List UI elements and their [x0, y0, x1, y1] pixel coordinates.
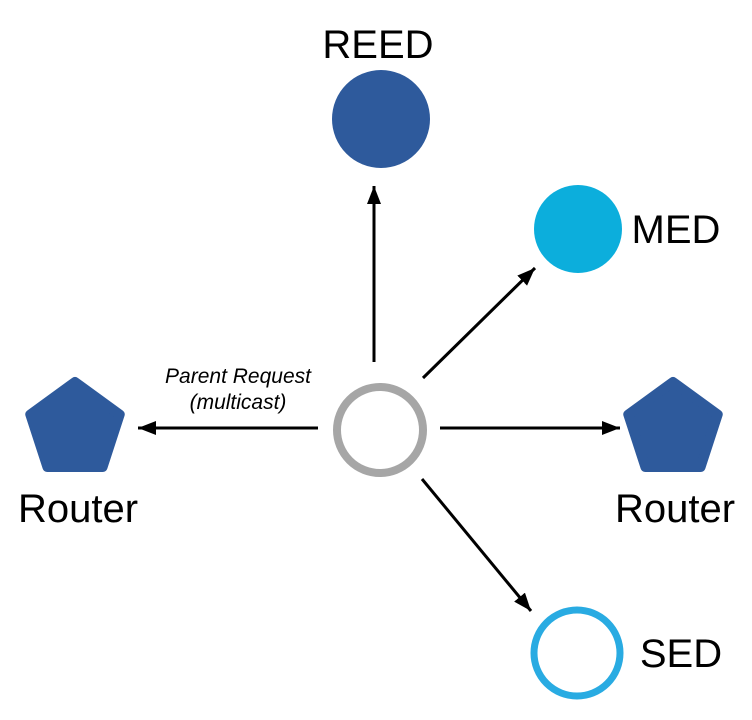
arrow-to-sed — [420, 478, 533, 612]
router-left-label: Router — [18, 487, 138, 531]
center-node-circle — [333, 383, 427, 477]
med-node-circle — [534, 185, 622, 273]
reed-label: REED — [322, 23, 433, 67]
sed-node-circle — [530, 606, 624, 700]
parent-request-annotation: Parent Request (multicast) — [165, 365, 312, 414]
router-right-label: Router — [615, 487, 735, 531]
arrow-to-med — [421, 266, 537, 380]
router-left-pentagon — [25, 377, 125, 472]
router-right-pentagon — [623, 377, 723, 472]
sed-label: SED — [640, 632, 722, 676]
reed-node-circle — [332, 70, 430, 168]
annotation-line2: (multicast) — [190, 391, 287, 414]
annotation-line1: Parent Request — [165, 365, 312, 388]
med-label: MED — [632, 208, 721, 252]
